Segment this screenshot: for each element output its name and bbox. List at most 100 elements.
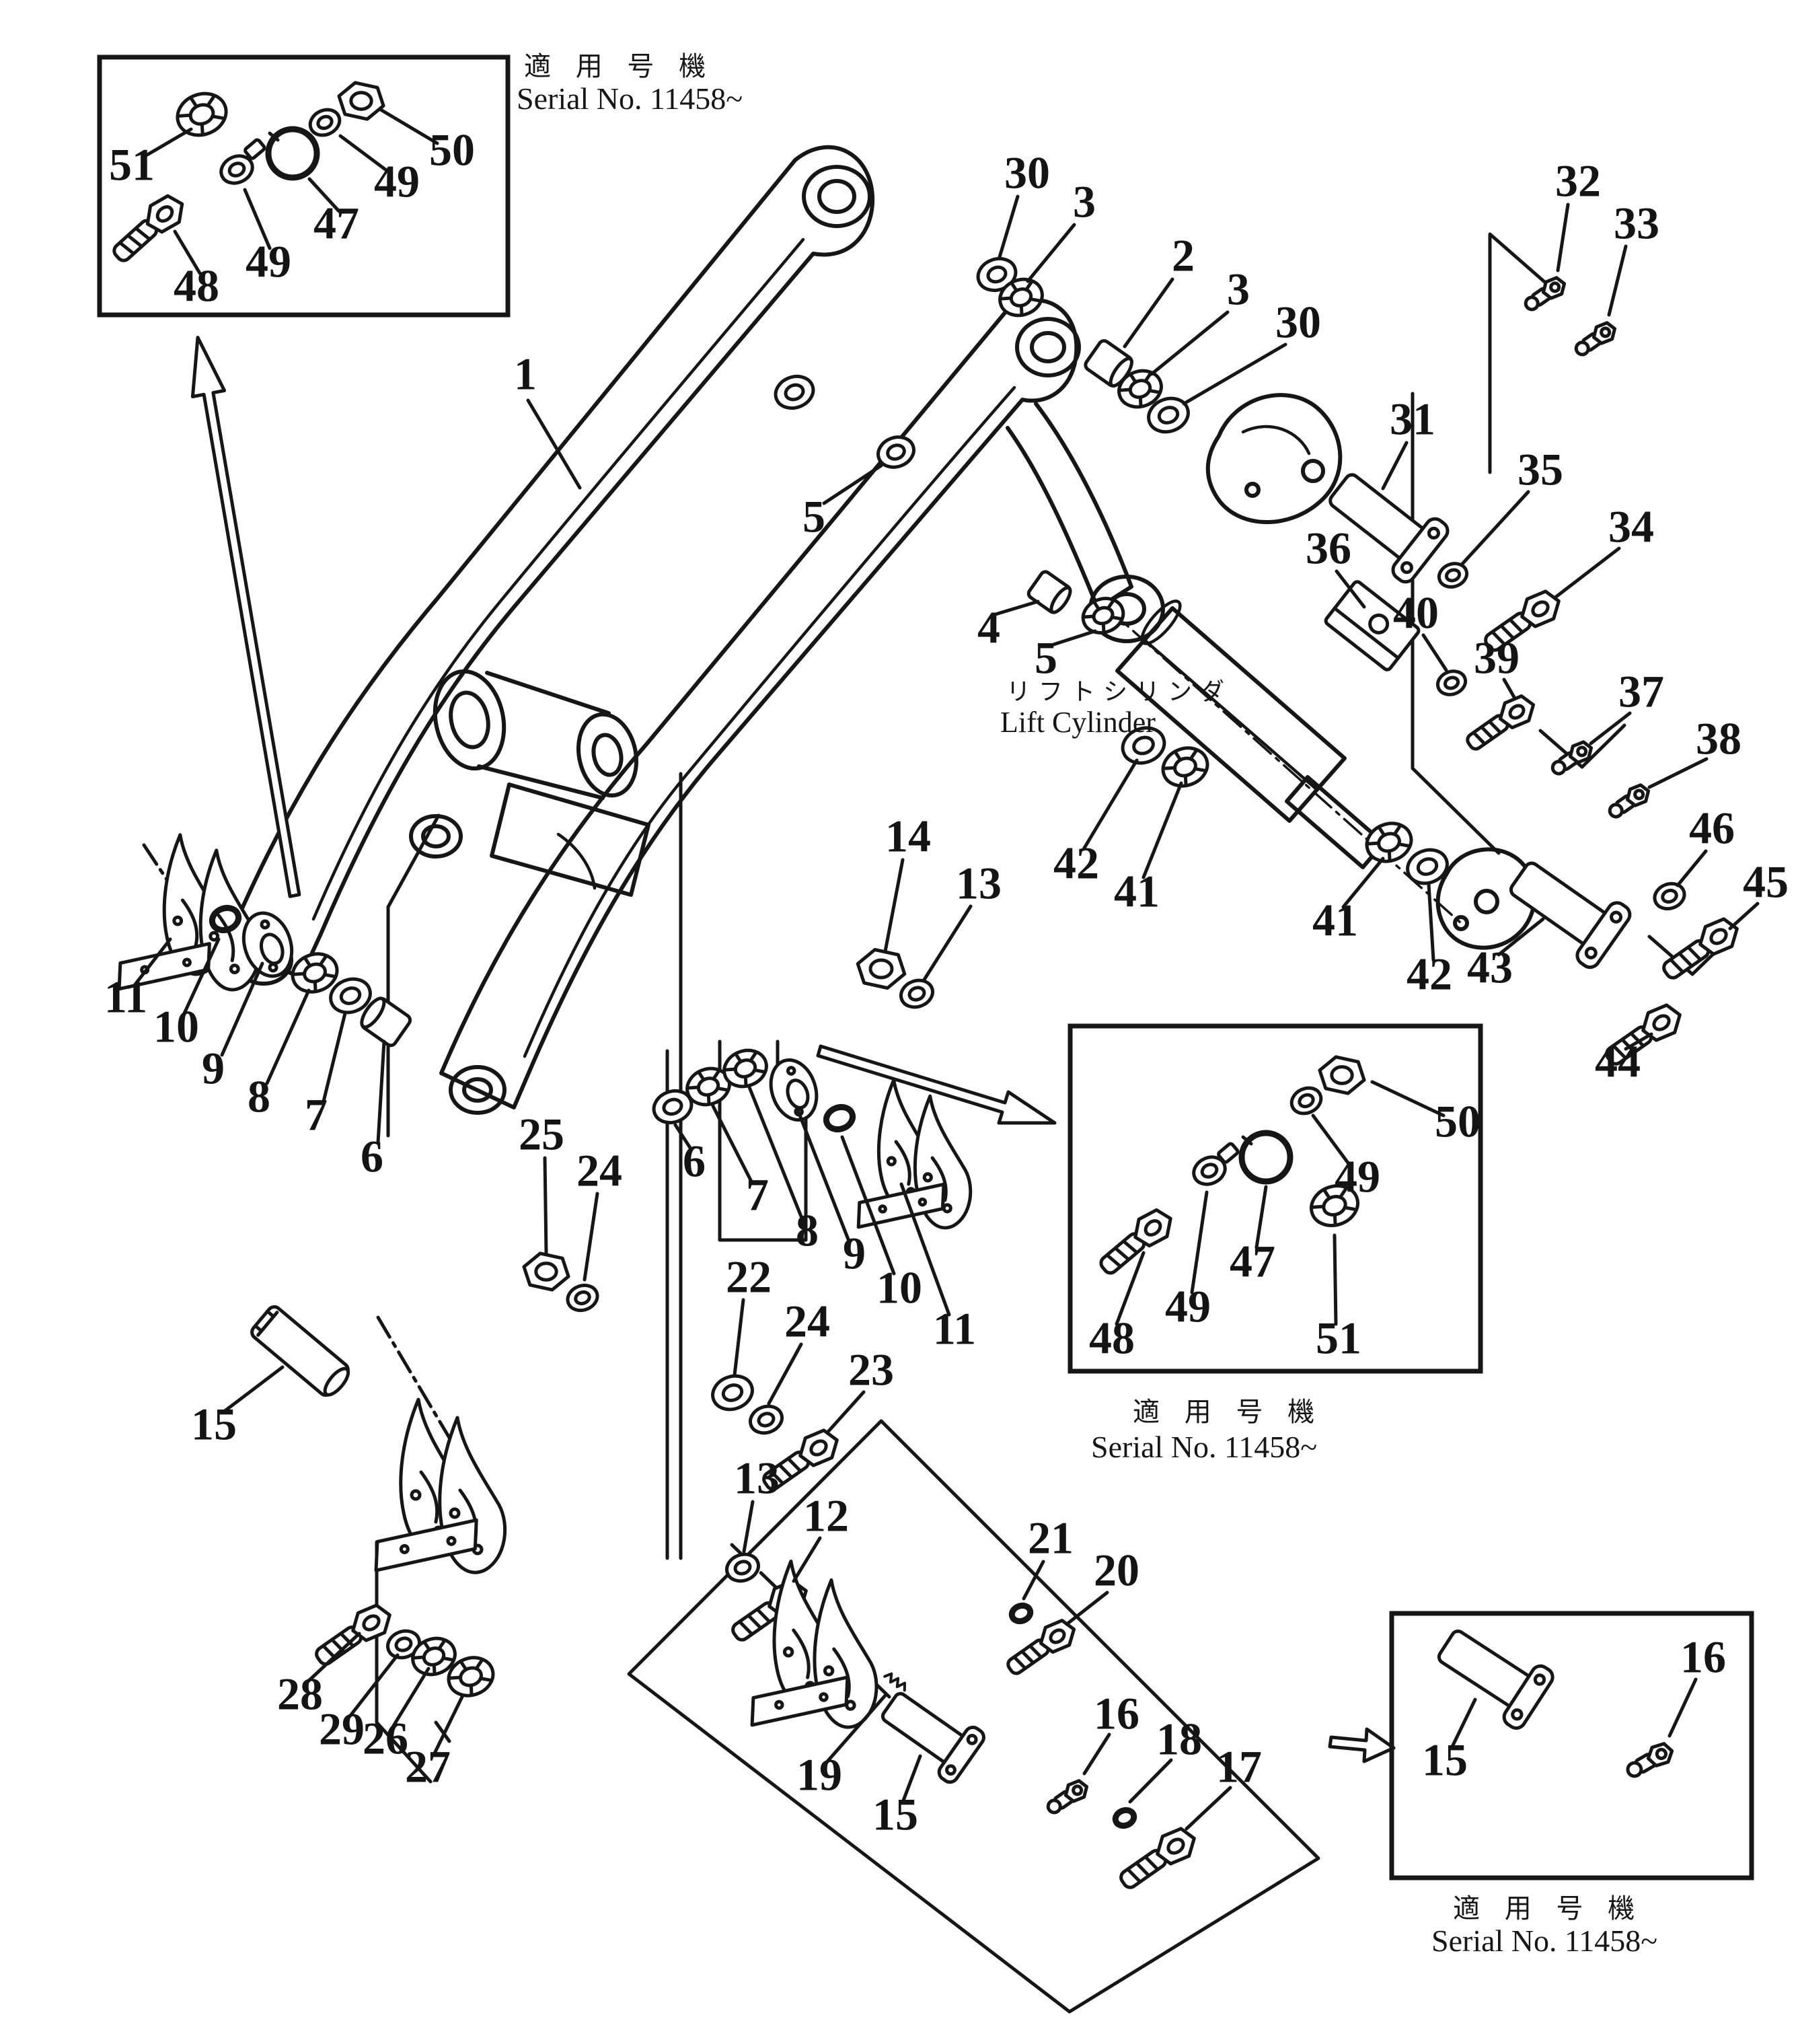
part-fitting	[1574, 321, 1617, 357]
part-washer	[329, 977, 372, 1015]
part-label-26: 26	[363, 1713, 408, 1764]
lift-cylinder-barrel	[1115, 606, 1347, 823]
leader-line-42	[1427, 882, 1435, 962]
arrow-to-bottom-right-inset	[1328, 1727, 1396, 1763]
part-label-19: 19	[796, 1749, 842, 1800]
arm2-top-boss	[1015, 317, 1081, 377]
part-label-8: 8	[248, 1071, 270, 1122]
leader-line-10	[840, 1135, 896, 1276]
callout-arrows	[190, 336, 1396, 1763]
part-nut	[522, 1251, 570, 1292]
inset-boxes-layer	[97, 54, 1754, 1881]
inset-caption-jp-bottom-right: 適 用 号 機	[1453, 1893, 1643, 1924]
lift-arm-2-outline	[439, 298, 1079, 1109]
leader-line-41	[1141, 781, 1183, 879]
leader-line-6	[673, 1123, 692, 1150]
part-label-17: 17	[1216, 1741, 1262, 1792]
leader-line-30	[998, 194, 1020, 259]
leader-line-3	[1150, 310, 1230, 376]
part-label-47: 47	[313, 198, 359, 249]
lift-cylinder-centerline	[1102, 603, 1462, 924]
leader-line-26	[391, 1667, 430, 1728]
part-label-6: 6	[361, 1131, 383, 1182]
leader-line-45	[1728, 902, 1760, 930]
part-washer	[899, 978, 934, 1009]
part-washer	[1435, 669, 1468, 696]
part-nut	[1318, 1055, 1366, 1095]
leader-line-49	[1311, 1114, 1351, 1167]
leader-line-21	[1022, 1560, 1045, 1601]
part-bolt	[762, 1428, 839, 1491]
part-pin	[1328, 473, 1450, 584]
inset-caption-en-top-left: Serial No. 11458~	[517, 81, 743, 116]
leader-line-23	[826, 1390, 866, 1434]
leader-line-38	[1647, 757, 1709, 789]
part-label-11: 11	[933, 1303, 976, 1354]
part-label-28: 28	[277, 1669, 323, 1720]
part-label-48: 48	[174, 260, 219, 312]
leader-line-13	[742, 1500, 755, 1554]
leader-line-49	[1190, 1190, 1209, 1294]
leader-line-51	[1333, 1233, 1338, 1326]
part-label-51: 51	[1316, 1313, 1361, 1364]
part-label-5: 5	[1035, 632, 1057, 684]
part-label-15: 15	[191, 1399, 237, 1450]
part-bolt	[1099, 1208, 1172, 1275]
part-label-50: 50	[429, 124, 475, 176]
leader-line-32	[1556, 203, 1570, 272]
part-fitting	[1608, 783, 1651, 819]
leader-line-15	[901, 1754, 922, 1802]
part-pin	[1437, 1630, 1554, 1730]
part-label-29: 29	[319, 1704, 365, 1755]
leader-line-24	[767, 1342, 803, 1406]
part-label-35: 35	[1518, 444, 1563, 495]
part-label-30: 30	[1004, 147, 1050, 198]
part-seal	[769, 1058, 819, 1122]
leader-line-47	[1254, 1185, 1268, 1249]
inset-caption-en-middle-right: Serial No. 11458~	[1091, 1430, 1317, 1464]
inset-caption-jp-top-left: 適 用 号 機	[524, 51, 714, 82]
part-label-10: 10	[153, 1001, 199, 1052]
cross-tube-assembly	[409, 669, 650, 897]
leader-line-42	[1082, 758, 1139, 851]
part-bearing	[447, 1656, 495, 1698]
part-bearing	[998, 277, 1044, 318]
lift-cylinder-rod	[1285, 775, 1386, 869]
part-bolt	[1484, 589, 1561, 652]
part-label-51: 51	[109, 139, 155, 190]
leader-line-2	[1123, 277, 1174, 349]
part-label-33: 33	[1614, 198, 1659, 249]
inset-box-bottom-right	[1389, 1611, 1754, 1881]
part-plate	[856, 1182, 946, 1229]
part-label-31: 31	[1390, 394, 1435, 445]
leader-line-49	[243, 188, 272, 250]
inset-box-middle-right	[1067, 1023, 1483, 1374]
arrow-to-middle-right-inset	[816, 1044, 1057, 1125]
lift-arm-1-inner-line	[311, 238, 805, 921]
part-bolt	[315, 1603, 391, 1666]
part-spring	[883, 1672, 906, 1692]
part-washer	[711, 1374, 754, 1412]
leader-line-17	[1185, 1786, 1232, 1831]
part-label-49: 49	[246, 236, 291, 287]
arm1-top-boss-bore	[817, 179, 856, 214]
part-label-7: 7	[746, 1169, 769, 1220]
leader-line-30	[1182, 342, 1287, 406]
part-bush	[1084, 339, 1133, 388]
lift-cylinder-label-en: Lift Cylinder	[1000, 706, 1156, 739]
leader-line-14	[883, 858, 905, 953]
leader-line-43	[1497, 917, 1545, 957]
part-plate	[374, 1518, 478, 1572]
part-bearing	[176, 92, 228, 137]
arm1-top-boss	[802, 165, 872, 228]
part-oring	[209, 904, 242, 934]
part-label-44: 44	[1595, 1036, 1641, 1087]
part-label-15: 15	[872, 1789, 918, 1840]
part-clamp	[1217, 1130, 1294, 1185]
part-label-10: 10	[876, 1262, 922, 1313]
leader-line-18	[1128, 1758, 1173, 1804]
leader-line-20	[1065, 1591, 1109, 1626]
part-bolt	[1119, 1827, 1196, 1889]
part-label-9: 9	[202, 1043, 225, 1094]
